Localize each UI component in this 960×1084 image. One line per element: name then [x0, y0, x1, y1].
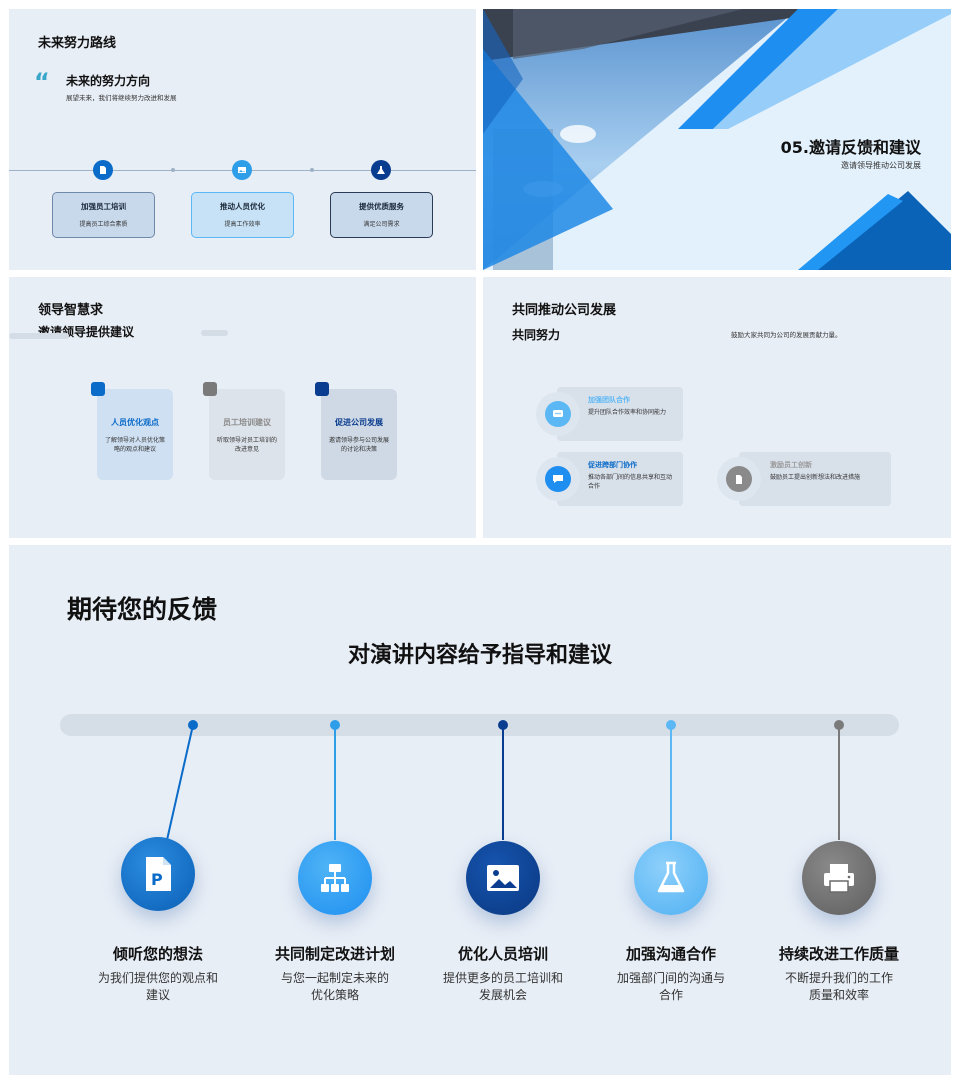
timeline-node [834, 720, 844, 730]
timeline-node [330, 720, 340, 730]
card-desc: 提升团队合作效率和协同能力 [588, 409, 667, 416]
printer-icon [802, 841, 876, 915]
slide-await-feedback: 期待您的反馈 对演讲内容给予指导和建议 P 倾听您的想法 为我们提供您的观点和建… [9, 545, 951, 1075]
message-icon [545, 466, 571, 492]
feedback-item: 加强沟通合作 加强部门间的沟通与合作 [591, 943, 751, 1005]
image-icon [466, 841, 540, 915]
flask-icon [634, 841, 708, 915]
slide-title: 领导智慧求 [38, 303, 104, 318]
document-icon [726, 466, 752, 492]
item-desc: 与您一起制定未来的优化策略 [281, 971, 390, 1003]
feedback-item: 共同制定改进计划 与您一起制定未来的优化策略 [255, 943, 415, 1005]
card-title: 推动人员优化 [220, 202, 265, 211]
timeline-node [498, 720, 508, 730]
roadmap-card: 提供优质服务 满足公司需求 [330, 192, 433, 238]
icon-ring [536, 392, 580, 436]
card-marker [315, 382, 329, 396]
item-title: 共同制定改进计划 [274, 945, 395, 963]
card-desc: 提高员工综合素质 [79, 221, 128, 228]
item-title: 倾听您的想法 [112, 945, 203, 963]
slide-title: 未来努力路线 [38, 36, 117, 51]
icon-ring [717, 457, 761, 501]
card-title: 激励员工创新 [770, 461, 812, 469]
slide-title: 期待您的反馈 [67, 595, 218, 624]
image-icon [232, 160, 252, 180]
suggestion-card: 促进公司发展 邀请领导参与公司发展的讨论和决策 [321, 389, 397, 480]
decorative-bar [9, 333, 69, 339]
feedback-item: 持续改进工作质量 不断提升我们的工作质量和效率 [759, 943, 919, 1005]
timeline-dot [171, 168, 175, 172]
quote-text: 展望未来，我们将继续努力改进和发展 [66, 94, 177, 102]
slide-future-roadmap: 未来努力路线 “ 未来的努力方向 展望未来，我们将继续努力改进和发展 加强员工培… [9, 9, 476, 270]
item-desc: 为我们提供您的观点和建议 [98, 971, 219, 1003]
roadmap-card: 推动人员优化 提高工作效率 [191, 192, 294, 238]
card-desc: 听取领导对员工培训的改进意见 [216, 437, 277, 453]
org-chart-icon [298, 841, 372, 915]
card-desc: 推动各部门间的信息共享和互动合作 [588, 474, 673, 490]
timeline-dot [310, 168, 314, 172]
document-icon [93, 160, 113, 180]
slide-invite-feedback: 05.邀请反馈和建议 邀请领导推动公司发展 [483, 9, 951, 270]
svg-text:P: P [151, 870, 163, 889]
chat-icon [545, 401, 571, 427]
icon-ring [536, 457, 580, 501]
item-title: 持续改进工作质量 [778, 945, 899, 963]
feedback-item: 优化人员培训 提供更多的员工培训和发展机会 [423, 943, 583, 1005]
slide-note: 鼓励大家共同为公司的发展贡献力量。 [731, 331, 842, 339]
card-title: 人员优化观点 [111, 418, 159, 427]
item-desc: 不断提升我们的工作质量和效率 [785, 971, 894, 1003]
card-desc: 提高工作效率 [224, 221, 261, 228]
quote-title: 未来的努力方向 [66, 74, 151, 88]
timeline-bar [60, 714, 899, 736]
effort-card: 激励员工创新 鼓励员工提出创新想法和改进措施 [739, 452, 891, 506]
card-title: 加强团队合作 [588, 396, 630, 404]
slide-title: 共同推动公司发展 [512, 303, 617, 318]
card-title: 加强员工培训 [81, 202, 126, 211]
suggestion-card: 员工培训建议 听取领导对员工培训的改进意见 [209, 389, 285, 480]
card-title: 提供优质服务 [359, 202, 404, 211]
card-desc: 了解领导对人员优化策略的观点和建议 [104, 437, 165, 453]
card-desc: 满足公司需求 [363, 221, 400, 228]
feedback-item: 倾听您的想法 为我们提供您的观点和建议 [78, 943, 238, 1005]
decorative-bar [201, 330, 228, 336]
building-graphic [483, 9, 951, 270]
quote-icon: “ [34, 68, 50, 96]
flask-icon [371, 160, 391, 180]
slide-subtitle: 共同努力 [512, 328, 561, 342]
card-desc: 邀请领导参与公司发展的讨论和决策 [328, 437, 389, 453]
timeline-connectors [166, 724, 840, 841]
document-icon: P [121, 837, 195, 911]
card-title: 促进跨部门协作 [588, 461, 637, 469]
roadmap-card: 加强员工培训 提高员工综合素质 [52, 192, 155, 238]
item-title: 加强沟通合作 [625, 945, 716, 963]
card-desc: 鼓励员工提出创新想法和改进措施 [770, 474, 861, 481]
item-desc: 提供更多的员工培训和发展机会 [443, 971, 564, 1003]
card-marker [203, 382, 217, 396]
suggestion-card: 人员优化观点 了解领导对人员优化策略的观点和建议 [97, 389, 173, 480]
card-marker [91, 382, 105, 396]
item-desc: 加强部门间的沟通与合作 [617, 971, 726, 1003]
slide-joint-effort: 共同推动公司发展 共同努力 鼓励大家共同为公司的发展贡献力量。 加强团队合作 提… [483, 277, 951, 538]
card-title: 员工培训建议 [223, 418, 271, 427]
slide-title: 05.邀请反馈和建议 [780, 138, 921, 157]
slide-subtitle: 对演讲内容给予指导和建议 [347, 643, 612, 668]
timeline-node [188, 720, 198, 730]
item-title: 优化人员培训 [457, 945, 548, 963]
card-title: 促进公司发展 [335, 418, 383, 427]
timeline-node [666, 720, 676, 730]
slide-leader-wisdom: 领导智慧求 邀请领导提供建议 人员优化观点 了解领导对人员优化策略的观点和建议 … [9, 277, 476, 538]
slide-subtitle: 邀请领导推动公司发展 [841, 161, 921, 170]
